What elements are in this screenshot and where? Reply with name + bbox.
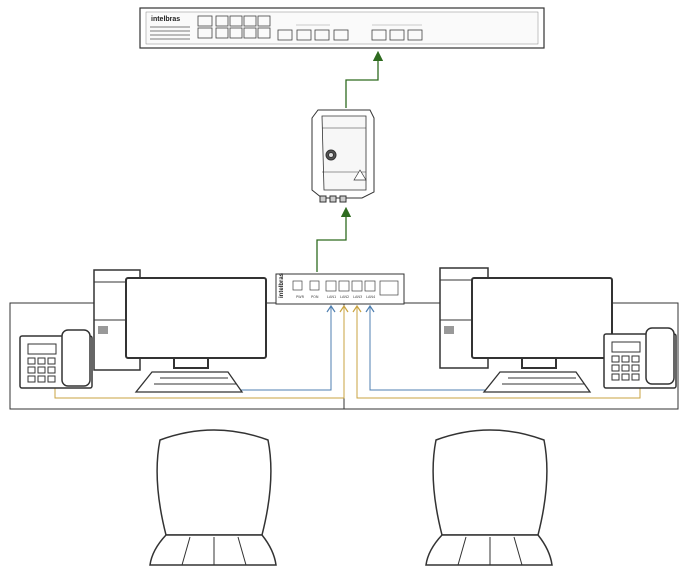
port-arrows: [326, 304, 375, 313]
onu-label-lan4: LAN4: [366, 295, 376, 299]
chair-left: [149, 429, 277, 566]
onu-label-pwr: PWR: [296, 295, 305, 299]
onu-label-pon: PON: [311, 295, 319, 299]
optical-splitter-box: [311, 109, 375, 203]
desk-phone-left: [19, 329, 93, 389]
monitor-right: [471, 277, 613, 369]
onu-device: intelbras PWR PON LAN1 LAN2 LAN3 LAN4: [275, 272, 405, 305]
onu-ports: [292, 280, 399, 296]
onu-label-lan3: LAN3: [353, 295, 362, 299]
switch-rj45-ports: [197, 15, 271, 39]
chair-right: [425, 429, 553, 566]
olt-switch: intelbras: [139, 7, 545, 49]
onu-label-lan2: LAN2: [340, 295, 349, 299]
fiber-link-upper: [345, 50, 384, 108]
monitor-left: [125, 277, 267, 369]
switch-sfp-ports: [277, 24, 349, 41]
lan-cables: [54, 306, 641, 399]
onu-label-lan1: LAN1: [327, 295, 336, 299]
keyboard-right: [482, 371, 592, 393]
onu-brand: intelbras: [279, 272, 285, 298]
desk-phone-right: [603, 327, 677, 389]
switch-brand: intelbras: [151, 16, 180, 23]
switch-indicator-grid: [150, 26, 190, 40]
keyboard-left: [134, 371, 244, 393]
fiber-link-lower: [316, 206, 352, 272]
switch-pon-ports: [371, 24, 423, 41]
